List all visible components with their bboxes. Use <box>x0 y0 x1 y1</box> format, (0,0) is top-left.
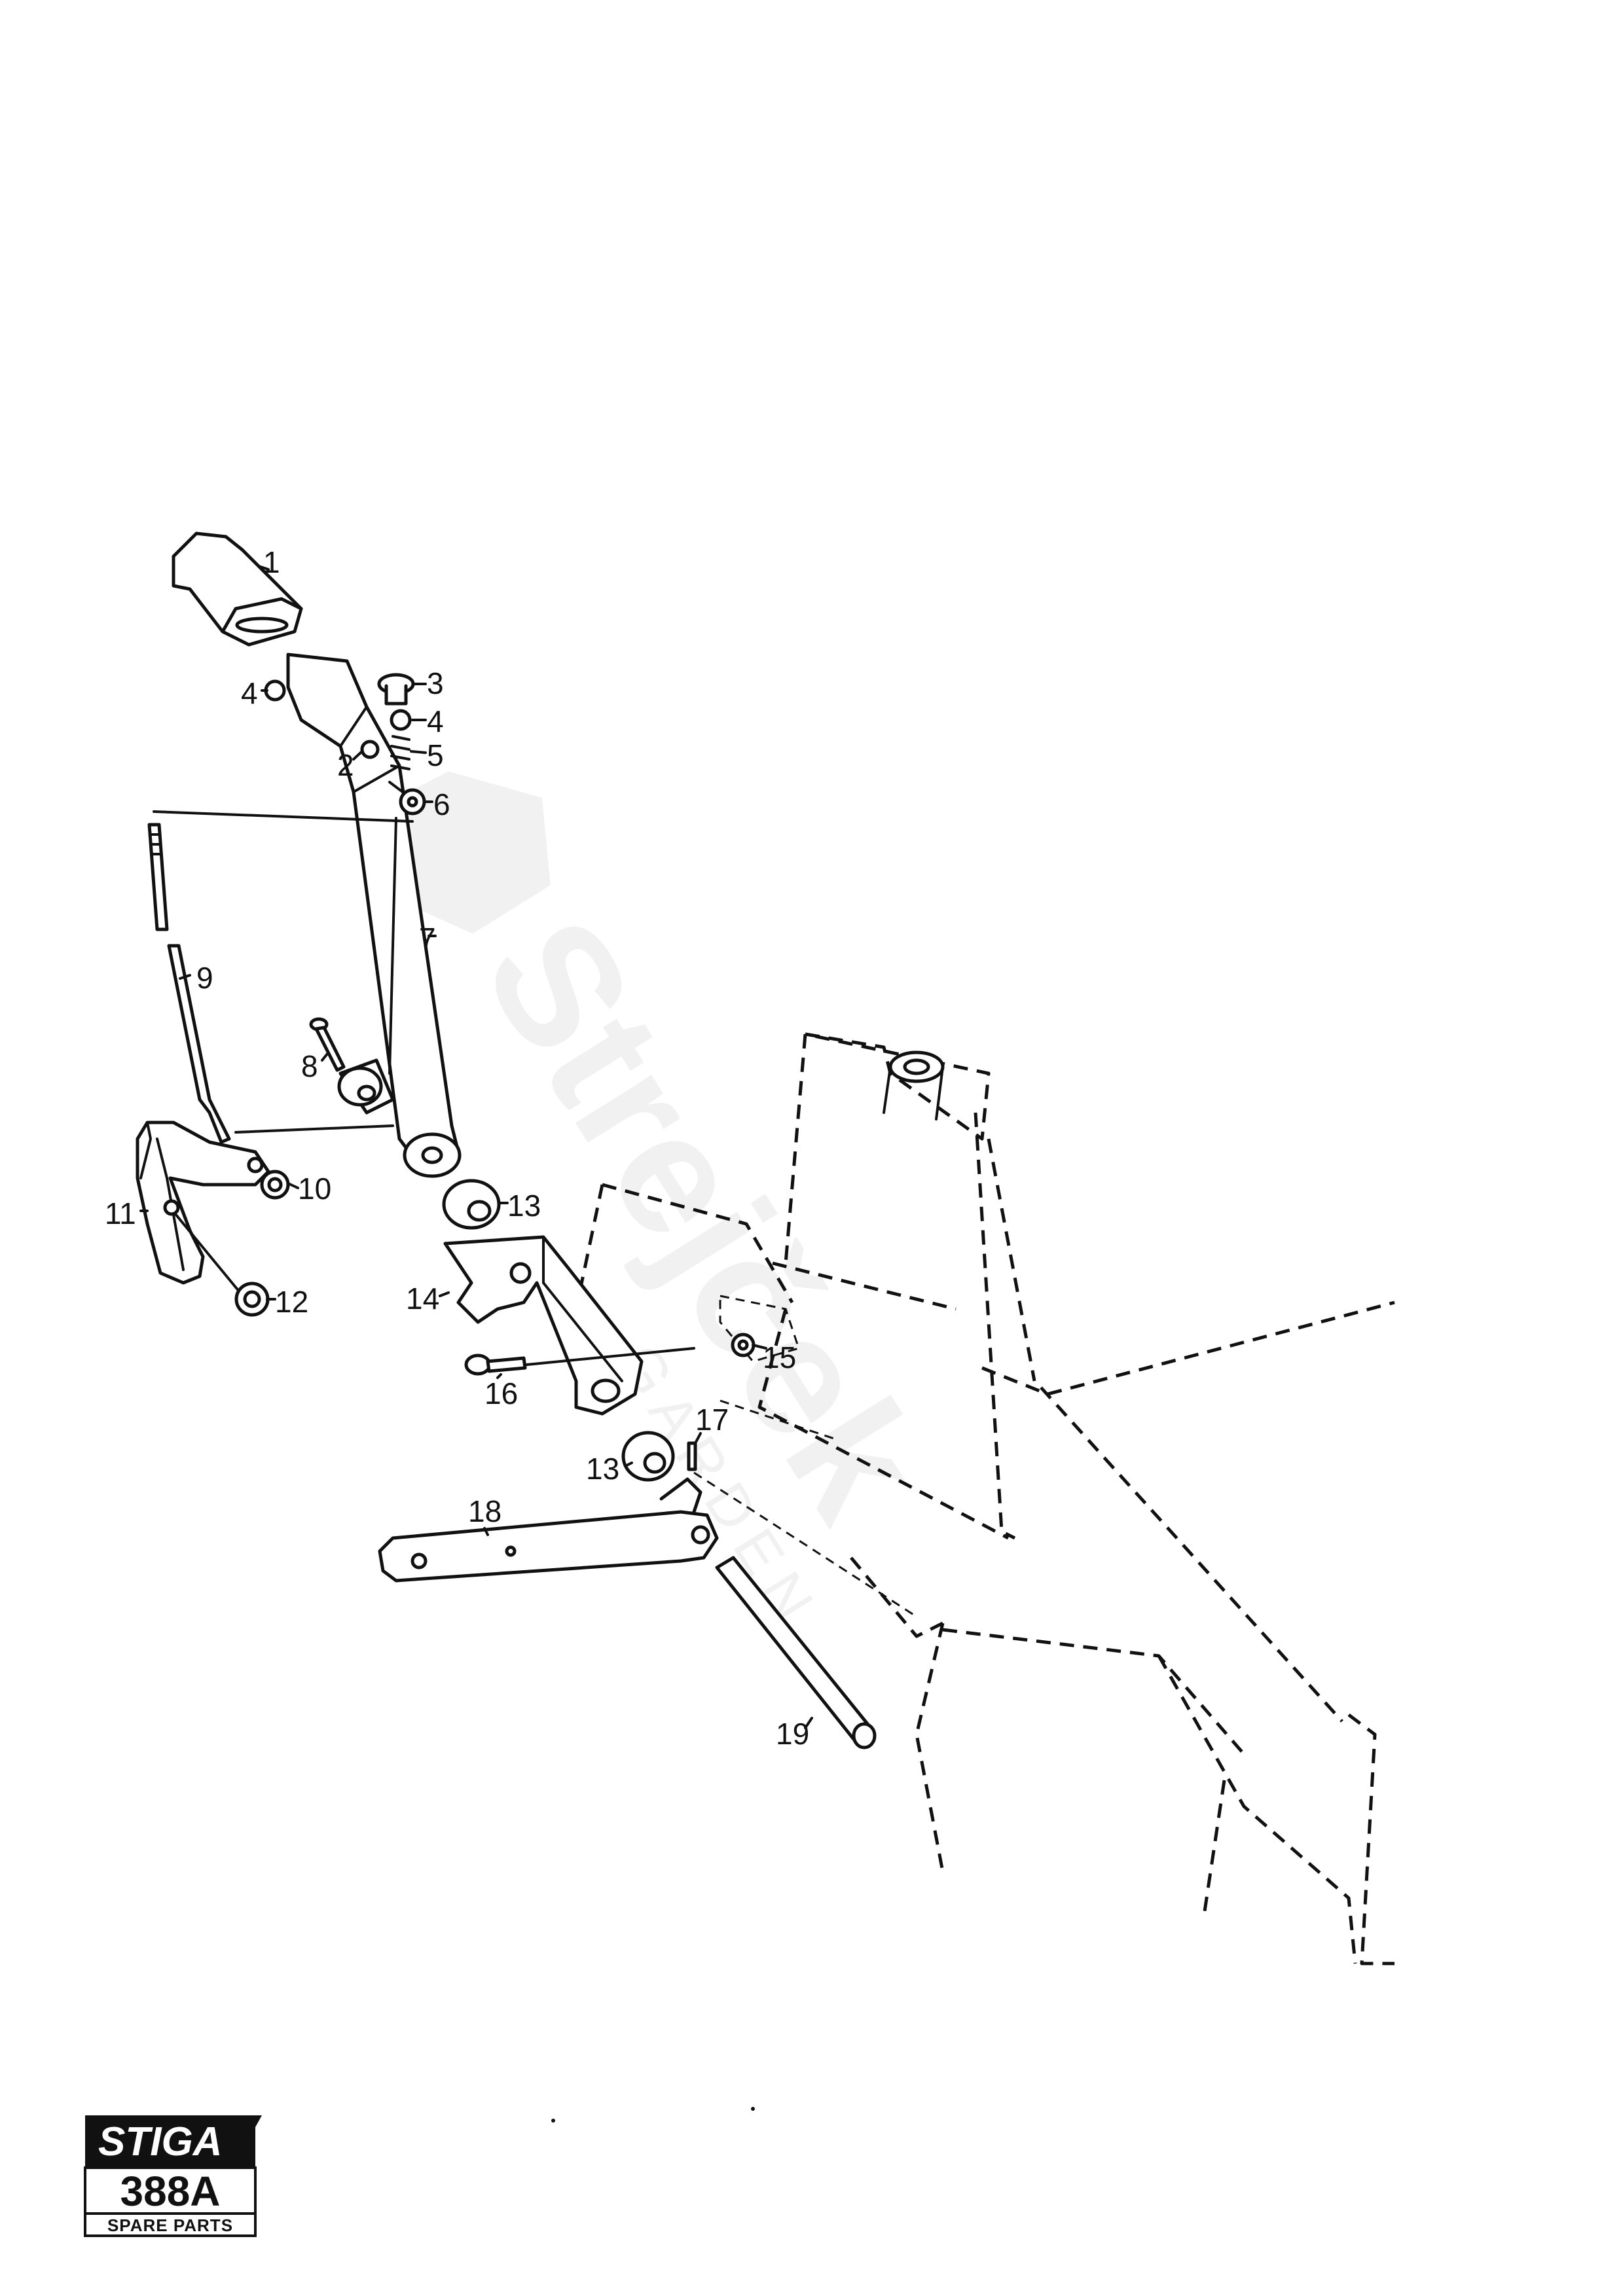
chassis-pipe <box>883 1050 945 1121</box>
leader-lines <box>139 565 813 1729</box>
stiga-logo: STIGA 388A SPARE PARTS <box>84 2115 262 2237</box>
part-2-pin <box>360 740 380 759</box>
part-4-nut-right <box>390 709 412 731</box>
callout-1: 1 <box>263 545 280 579</box>
part-12-nut <box>234 1282 270 1317</box>
callout-10: 10 <box>298 1172 331 1206</box>
stray-dot <box>751 2107 755 2111</box>
part-9-rod <box>147 810 414 1144</box>
callout-13-upper: 13 <box>507 1189 541 1223</box>
callout-16: 16 <box>484 1376 518 1410</box>
logo-subtitle: SPARE PARTS <box>107 2215 233 2235</box>
part-17-pin <box>687 1441 697 1471</box>
part-13-bushing-lower <box>621 1431 675 1482</box>
part-5-spring <box>390 735 410 770</box>
callout-19: 19 <box>776 1717 809 1751</box>
callout-5: 5 <box>427 738 444 772</box>
callout-15: 15 <box>763 1340 796 1374</box>
watermark-logo-icon <box>378 771 551 934</box>
part-8-bolt <box>309 1017 346 1072</box>
part-1-grip <box>172 531 303 647</box>
part-11-pedal <box>136 1121 270 1300</box>
callout-11: 11 <box>105 1196 136 1230</box>
callout-14: 14 <box>406 1282 439 1316</box>
stray-dot <box>551 2119 555 2123</box>
callout-6: 6 <box>433 787 450 821</box>
callout-7: 7 <box>419 922 436 956</box>
part-3-knob <box>377 673 415 706</box>
callout-13-lower: 13 <box>586 1452 619 1486</box>
chassis-frame-outline <box>574 1032 1395 1965</box>
logo-brand-bar <box>85 2115 255 2168</box>
part-19-shaft <box>715 1556 877 1749</box>
callout-17: 17 <box>695 1403 729 1437</box>
logo-brand: STIGA <box>98 2119 222 2164</box>
part-15-nut <box>731 1333 756 1357</box>
part-4-nut-left <box>264 679 286 702</box>
callout-8: 8 <box>301 1049 318 1083</box>
callout-9: 9 <box>196 961 213 995</box>
part-10-nut <box>260 1170 290 1200</box>
part-13-bushing-upper <box>442 1179 501 1230</box>
part-14-bracket <box>443 1235 644 1416</box>
callout-18: 18 <box>468 1494 501 1528</box>
logo-model: 388A <box>120 2168 221 2215</box>
callout-3: 3 <box>427 666 444 700</box>
part-7-lever-arm <box>286 653 462 1178</box>
callout-4-left: 4 <box>241 676 258 710</box>
callout-12: 12 <box>275 1285 308 1319</box>
part-16-bolt <box>464 1347 695 1376</box>
callout-2: 2 <box>337 748 354 782</box>
callout-4-right: 4 <box>427 704 444 738</box>
part-18-arm <box>378 1477 719 1583</box>
callouts: 1 2 3 4 4 5 6 7 8 9 10 11 12 13 13 14 15… <box>105 545 809 1751</box>
